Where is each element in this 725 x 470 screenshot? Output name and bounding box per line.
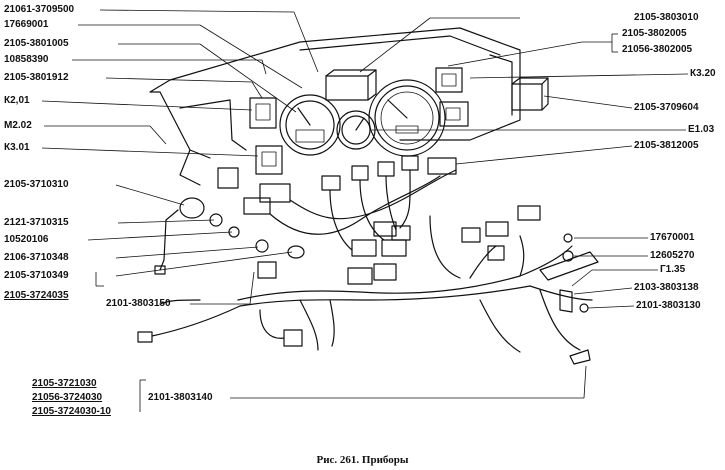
instrument-housing-top	[325, 69, 377, 101]
label-2101-3803140: 2101-3803140	[148, 392, 213, 403]
tachometer-gauge	[279, 94, 341, 156]
label-2105-3801912: 2105-3801912	[4, 72, 69, 83]
label-21056-3724030: 21056-3724030	[32, 392, 103, 403]
label-2103-3803138: 2103-3803138	[634, 282, 699, 293]
label-2105-3724035: 2105-3724035	[4, 290, 69, 301]
figure-caption: Рис. 261. Приборы	[316, 454, 409, 466]
label-k3-20: К3.20	[690, 68, 716, 79]
dashboard-panel	[149, 27, 521, 186]
label-2105-3721030: 2105-3721030	[32, 378, 97, 389]
label-e1-03: Е1.03	[688, 124, 715, 135]
label-21061-3709500: 21061-3709500	[4, 4, 75, 15]
label-2105-3709604: 2105-3709604	[634, 102, 699, 113]
label-12605270: 12605270	[650, 250, 695, 261]
lamp-socket-assembly	[154, 197, 305, 275]
label-k3-01: К3.01	[4, 142, 30, 153]
right-sensor-assembly	[539, 233, 599, 365]
label-2121-3710315: 2121-3710315	[4, 217, 69, 228]
label-2105-3803010: 2105-3803010	[634, 12, 699, 23]
wiring-harness	[151, 169, 593, 353]
label-2105-3812005: 2105-3812005	[634, 140, 699, 151]
label-10520106: 10520106	[4, 234, 49, 245]
label-m2-02: М2.02	[4, 120, 32, 131]
label-k2-01: К2,01	[4, 95, 30, 106]
label-2105-3710310: 2105-3710310	[4, 179, 69, 190]
left-switch-cluster	[217, 97, 283, 189]
label-2101-3803130: 2101-3803130	[636, 300, 701, 311]
label-17670001: 17670001	[650, 232, 695, 243]
label-2105-3801005: 2105-3801005	[4, 38, 69, 49]
label-21056-3802005: 21056-3802005	[622, 44, 693, 55]
relay-box	[511, 77, 549, 111]
small-gauge	[336, 110, 376, 150]
label-2105-3802005: 2105-3802005	[622, 28, 687, 39]
label-g1-35: Г1.35	[660, 264, 686, 275]
label-2106-3710348: 2106-3710348	[4, 252, 69, 263]
label-10858390: 10858390	[4, 54, 49, 65]
label-2101-3803150: 2101-3803150	[106, 298, 171, 309]
label-2105-3724030-10: 2105-3724030-10	[32, 406, 111, 417]
speedometer	[368, 79, 446, 157]
leader-lines	[41, 9, 689, 412]
label-17669001: 17669001	[4, 19, 49, 30]
label-2105-3710349: 2105-3710349	[4, 270, 69, 281]
right-switch-block	[435, 67, 469, 127]
connectors-row	[137, 155, 541, 347]
